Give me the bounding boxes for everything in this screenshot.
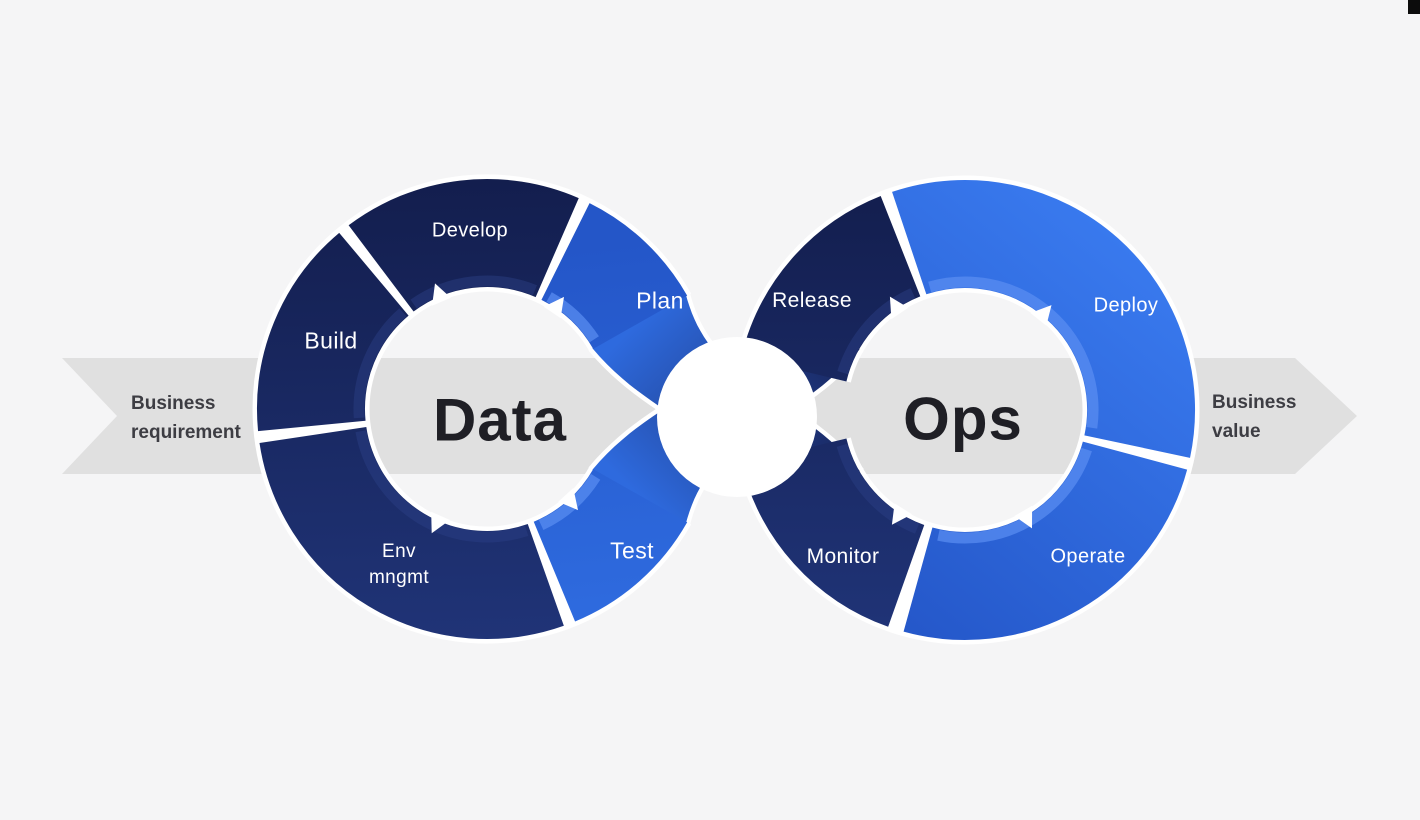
segment-monitor bbox=[741, 437, 926, 627]
segment-label-operate: Operate bbox=[1050, 545, 1126, 568]
segment-develop bbox=[348, 179, 579, 313]
segment-label-deploy: Deploy bbox=[1093, 294, 1159, 317]
left-loop-title: Data bbox=[432, 386, 568, 454]
flow-notch bbox=[543, 296, 564, 319]
segment-plan bbox=[540, 203, 688, 351]
output-arrow-label: Business value bbox=[1212, 392, 1297, 442]
segment-build bbox=[257, 232, 410, 432]
segment-env-mngmt bbox=[259, 425, 564, 639]
segment-label-develop: Develop bbox=[431, 219, 509, 242]
segment-release bbox=[741, 195, 922, 383]
segment-label-monitor: Monitor bbox=[806, 545, 880, 568]
flow-notch bbox=[558, 488, 578, 511]
corner-mark bbox=[1408, 0, 1420, 14]
segment-test bbox=[532, 467, 688, 622]
segment-label-env-mngmt: Env mngmt bbox=[368, 541, 430, 588]
segment-label-plan: Plan bbox=[636, 287, 684, 314]
flow-notch bbox=[431, 511, 450, 534]
flow-notch bbox=[891, 503, 912, 525]
flow-notch bbox=[889, 296, 909, 320]
segment-operate bbox=[903, 440, 1188, 640]
flow-notch bbox=[1030, 305, 1052, 326]
segment-label-test: Test bbox=[610, 537, 654, 564]
right-loop-title: Ops bbox=[903, 385, 1023, 453]
flow-notch bbox=[1014, 505, 1033, 529]
segment-label-build: Build bbox=[304, 327, 358, 354]
segment-label-release: Release bbox=[772, 289, 852, 312]
segment-deploy bbox=[892, 180, 1195, 458]
center-circle bbox=[657, 337, 817, 497]
input-arrow-label: Business requirement bbox=[131, 393, 241, 443]
flow-notch bbox=[432, 283, 451, 306]
